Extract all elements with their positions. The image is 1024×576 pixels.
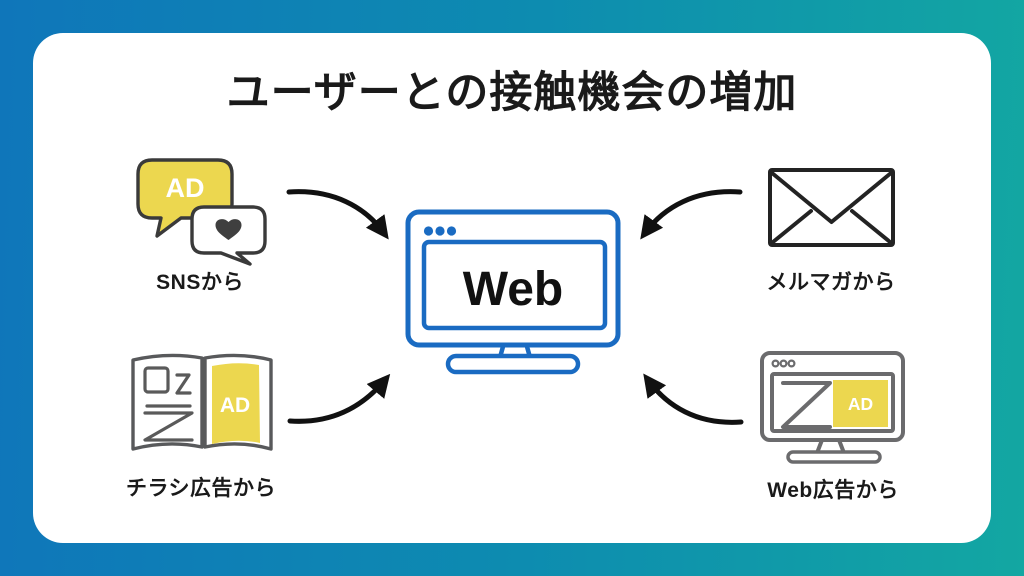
envelope-body	[768, 168, 895, 247]
sns-label: SNSから	[156, 271, 244, 294]
sns-bubbles-icon: AD	[136, 158, 267, 266]
flyer-label: チラシ広告から	[125, 477, 277, 500]
webad-ad-panel	[833, 380, 888, 427]
monitor-base	[445, 353, 581, 375]
arrow-flyer-to-web	[287, 373, 391, 424]
webad-monitor-base	[786, 450, 882, 464]
envelope-icon	[768, 168, 895, 247]
mailmag-label: メルマガから	[766, 271, 896, 294]
webad-browser-dots-icon	[771, 359, 796, 368]
arrow-sns-to-web	[286, 189, 389, 240]
flyer-ad-panel	[212, 363, 260, 444]
web-monitor-icon: Web	[405, 209, 621, 375]
flyer-page-content	[143, 366, 194, 442]
flyer-ad-badge-text: AD	[220, 394, 250, 417]
heart-icon	[215, 219, 242, 240]
page-title: ユーザーとの接触機会の増加	[226, 69, 798, 117]
webad-monitor-icon: AD	[760, 351, 905, 464]
webad-ad-badge-text: AD	[848, 394, 873, 414]
browser-dots-icon	[423, 226, 457, 236]
sns-ad-badge-text: AD	[166, 173, 205, 203]
arrow-mailmag-to-web	[640, 189, 743, 240]
arrow-webad-to-web	[643, 373, 744, 425]
envelope-flap	[770, 171, 893, 224]
webad-content-lines	[781, 381, 832, 429]
envelope-folds	[771, 209, 892, 244]
monitor-screen	[421, 239, 608, 331]
web-screen-label: Web	[463, 263, 563, 316]
flyer-book-icon: AD	[131, 353, 273, 451]
webad-label: Web広告から	[767, 479, 899, 502]
